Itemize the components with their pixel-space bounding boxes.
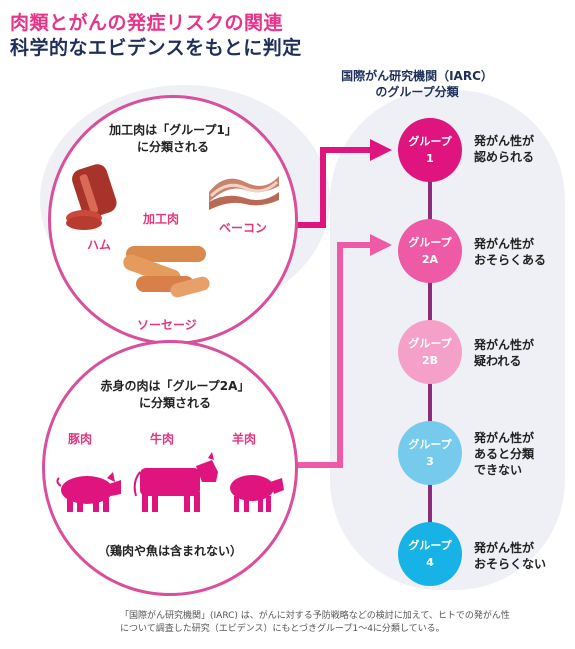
footer-line2: について調査した研究（エビデンス）にもとづきグループ1～4に分類している。	[120, 624, 445, 634]
footer-note: 「国際がん研究機関」(IARC) は、がんに対する予防戦略などの検討に加えて、ヒ…	[120, 610, 570, 636]
iarc-heading-line2: のグループ分類	[375, 85, 459, 99]
ham-illustration	[66, 164, 117, 230]
mutton-label: 羊肉	[232, 432, 257, 446]
group-3-name: グループ	[408, 438, 452, 451]
group-4-name: グループ	[408, 539, 452, 552]
pig-icon	[56, 472, 121, 512]
pork-label: 豚肉	[68, 432, 93, 446]
group-2b-circle: グループ 2B	[398, 320, 462, 384]
cow-icon	[133, 452, 218, 512]
group-1-description: 発がん性が 認められる	[474, 134, 535, 164]
sausage-label: ソーセージ	[137, 318, 197, 332]
arrow-head-group2a	[370, 234, 392, 256]
group-2a-circle: グループ 2A	[398, 219, 462, 283]
bacon-illustration	[209, 176, 279, 210]
group-2b-name: グループ	[408, 337, 452, 350]
processed-heading-line1: 加工肉は「グループ1」	[109, 123, 237, 137]
sub-title: 科学的なエビデンスをもとに判定	[10, 37, 302, 59]
group-1-number: 1	[426, 152, 434, 165]
processed-center-label: 加工肉	[143, 212, 180, 226]
processed-heading-line2: に分類される	[136, 140, 209, 154]
group-2a-description: 発がん性が おそらくある	[474, 237, 547, 267]
red-note: （鶏肉や魚は含まれない）	[97, 544, 242, 558]
group-2a-name: グループ	[408, 236, 452, 249]
group-2b-description: 発がん性が 疑われる	[474, 338, 535, 368]
beef-label: 牛肉	[150, 432, 175, 446]
sheep-icon	[230, 475, 284, 512]
arrow-head-group1	[370, 139, 392, 161]
main-title: 肉類とがんの発症リスクの関連	[10, 12, 284, 34]
ham-label: ハム	[87, 238, 112, 252]
red-heading-line2: に分類される	[138, 396, 211, 410]
group-3-circle: グループ 3	[398, 421, 462, 485]
bacon-label: ベーコン	[219, 221, 268, 235]
red-heading-line1: 赤身の肉は「グループ2A」	[100, 379, 250, 393]
group-4-description: 発がん性が おそらくない	[474, 541, 547, 571]
group-4-circle: グループ 4	[398, 522, 462, 586]
footer-line1: 「国際がん研究機関」(IARC) は、がんに対する予防戦略などの検討に加えて、ヒ…	[120, 611, 510, 621]
group-2b-number: 2B	[421, 354, 439, 367]
group-3-description: 発がん性が あると分類 できない	[474, 431, 535, 477]
iarc-heading: 国際がん研究機関（IARC） のグループ分類	[322, 68, 512, 100]
group-4-number: 4	[426, 556, 434, 569]
red-heading: 赤身の肉は「グループ2A」 に分類される	[95, 378, 255, 412]
iarc-heading-line1: 国際がん研究機関（IARC）	[341, 69, 493, 83]
group-1-name: グループ	[408, 135, 452, 148]
group-2a-number: 2A	[421, 253, 439, 266]
processed-heading: 加工肉は「グループ1」 に分類される	[98, 122, 248, 156]
group-1-circle: グループ 1	[398, 118, 462, 182]
sausage-illustration	[123, 246, 210, 298]
group-3-number: 3	[426, 455, 434, 468]
arrow-red-to-group2a	[297, 242, 372, 468]
arrow-processed-to-group1	[297, 147, 372, 228]
